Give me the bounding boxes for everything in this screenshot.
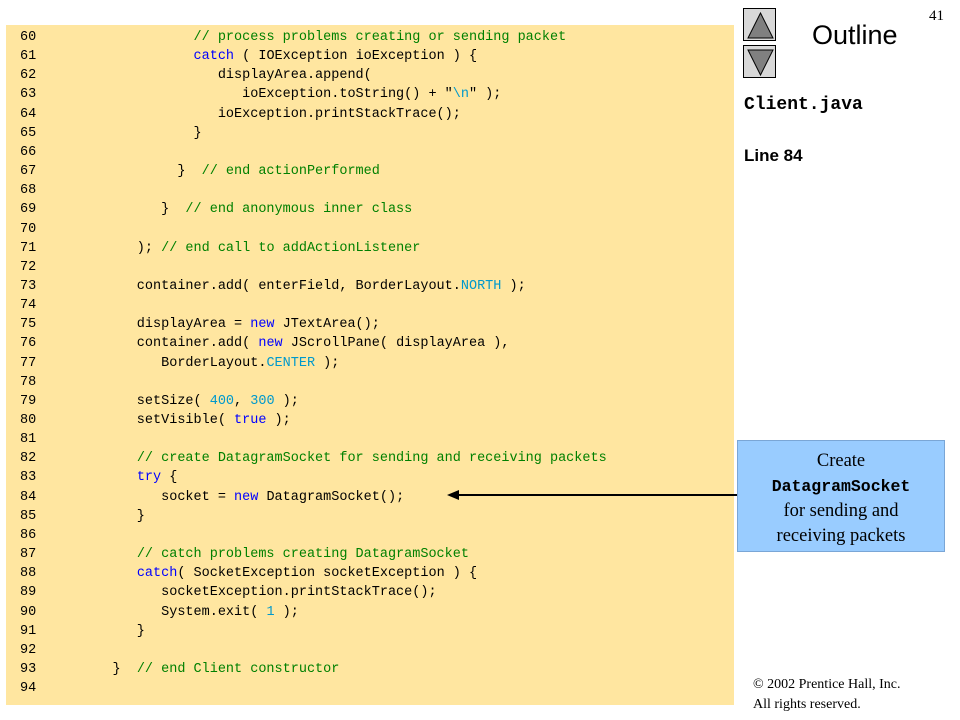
callout-line-4: receiving packets <box>776 526 906 546</box>
line-number: 79 <box>20 393 37 409</box>
line-number: 89 <box>20 585 37 601</box>
code-text: setVisible( true ); <box>72 413 291 428</box>
code-text: try { <box>136 470 178 486</box>
slide-number: 41 <box>929 8 944 24</box>
line-number: 82 <box>20 451 37 467</box>
line-number: 94 <box>20 681 37 697</box>
line-number: 78 <box>20 374 37 390</box>
code-text: ioException.printStackTrace(); <box>72 106 461 122</box>
line-number: 60 <box>20 30 37 45</box>
line-number: 88 <box>20 566 37 582</box>
line-number: 91 <box>20 623 37 639</box>
line-number: 73 <box>20 278 37 294</box>
line-number: 62 <box>20 68 37 84</box>
line-number: 66 <box>20 144 37 160</box>
line-number: 86 <box>20 527 37 543</box>
code-text: catch( SocketException socketException )… <box>136 566 478 582</box>
line-number: 72 <box>20 259 37 275</box>
code-listing: 60 // process problems creating or sendi… <box>6 25 734 705</box>
code-text: socket = new DatagramSocket(); <box>72 489 405 505</box>
code-text: } // end actionPerformed <box>72 164 380 180</box>
line-number: 83 <box>20 470 37 486</box>
line-number: 92 <box>20 642 37 658</box>
code-text: socketException.printStackTrace(); <box>72 585 437 601</box>
line-number: 69 <box>20 202 37 218</box>
callout-line-3: for sending and <box>783 501 899 521</box>
code-text: ioException.toString() + "\n" ); <box>72 87 502 103</box>
previous-slide-button[interactable] <box>743 8 776 41</box>
code-text: ); // end call to addActionListener <box>72 240 421 256</box>
code-text: } <box>72 508 145 524</box>
line-number: 76 <box>20 336 37 352</box>
code-text: // process problems creating or sending … <box>193 30 567 45</box>
line-number: 81 <box>20 432 37 448</box>
line-number: 90 <box>20 604 37 620</box>
code-text: displayArea.append( <box>72 68 372 84</box>
copyright-text: © 2002 Prentice Hall, Inc. <box>753 677 901 692</box>
code-text: } <box>72 125 202 141</box>
line-number: 80 <box>20 413 37 428</box>
callout-class-name: DatagramSocket <box>771 477 911 496</box>
code-text: container.add( new JScrollPane( displayA… <box>72 336 510 352</box>
line-reference: Line 84 <box>744 146 803 165</box>
code-text: catch ( IOException ioException ) { <box>193 49 478 65</box>
line-number: 93 <box>20 661 37 677</box>
line-number: 74 <box>20 298 37 314</box>
line-number: 75 <box>20 317 37 333</box>
callout-line-1: Create <box>816 451 866 471</box>
code-text: } // end anonymous inner class <box>72 202 413 218</box>
code-text: BorderLayout.CENTER ); <box>72 355 340 371</box>
triangle-down-icon <box>747 49 774 77</box>
line-number: 61 <box>20 49 37 65</box>
code-text: container.add( enterField, BorderLayout.… <box>72 278 526 294</box>
code-text: System.exit( 1 ); <box>72 604 299 620</box>
line-number: 67 <box>20 164 37 180</box>
callout-arrow-icon <box>447 490 737 500</box>
code-text: displayArea = new JTextArea(); <box>72 317 380 333</box>
line-number: 87 <box>20 547 37 563</box>
line-number: 85 <box>20 508 37 524</box>
triangle-up-icon <box>747 11 774 39</box>
line-number: 84 <box>20 489 37 505</box>
line-number: 65 <box>20 125 37 141</box>
code-text: // catch problems creating DatagramSocke… <box>136 547 469 563</box>
rights-text: All rights reserved. <box>753 697 861 712</box>
line-number: 64 <box>20 106 37 122</box>
next-slide-button[interactable] <box>743 45 776 78</box>
line-number: 77 <box>20 355 37 371</box>
code-text: // create DatagramSocket for sending and… <box>136 451 607 467</box>
line-number: 71 <box>20 240 37 256</box>
line-number: 63 <box>20 87 37 103</box>
line-number: 70 <box>20 221 37 237</box>
line-number: 68 <box>20 183 37 199</box>
copyright-notice: © 2002 Prentice Hall, Inc. All rights re… <box>753 675 901 715</box>
code-text: } // end Client constructor <box>72 661 340 677</box>
outline-title: Outline <box>812 20 898 50</box>
code-text: setSize( 400, 300 ); <box>72 393 299 409</box>
file-name: Client.java <box>744 95 863 115</box>
annotation-callout: Create DatagramSocket for sending and re… <box>737 440 945 552</box>
code-text: } <box>72 623 145 639</box>
